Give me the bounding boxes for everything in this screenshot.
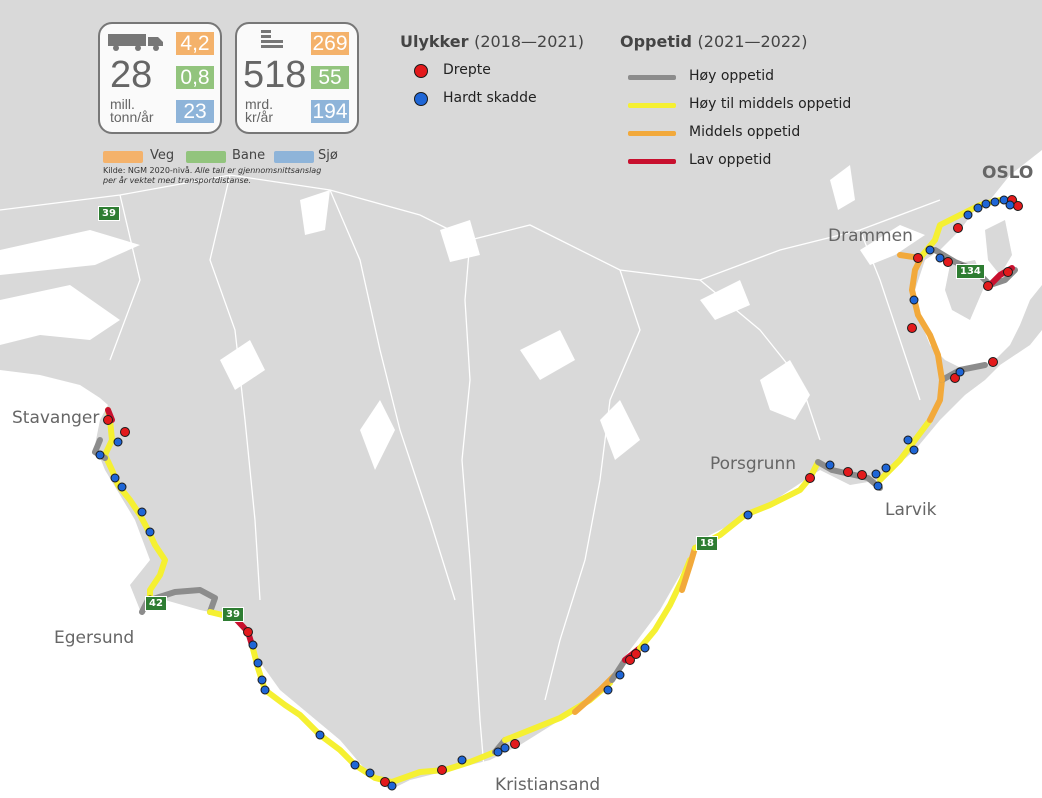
mode-label-sjo: Sjø: [318, 148, 338, 163]
killed-marker-icon: [414, 64, 428, 78]
value-sjo-value: 194: [311, 99, 349, 123]
tonnage-bane-value: 0,8: [176, 66, 214, 89]
value-bane-value: 55: [311, 66, 349, 89]
uptime-swatch-high: [628, 75, 676, 80]
road-shield-42: 42: [145, 596, 167, 611]
money-icon: [261, 30, 283, 48]
value-unit-line1: mrd.: [245, 96, 273, 112]
tonnage-total: 28: [110, 54, 153, 96]
tonnage-sjo-value: 23: [176, 100, 214, 123]
accidents-legend-title: Ulykker (2018—2021): [400, 32, 584, 51]
fjord-island: [985, 220, 1012, 275]
west-fjord: [0, 285, 120, 345]
source-prefix: Kilde: NGM 2020-nivå.: [103, 166, 193, 175]
uptime-legend-title: Oppetid (2021—2022): [620, 32, 807, 51]
tonnage-unit-line1: mill.: [110, 96, 135, 112]
source-line2: per år vektet med transportdistanse.: [103, 176, 252, 185]
city-label-stavanger: Stavanger: [12, 408, 100, 428]
value-stat-box: 518 mrd. kr/år 269 55 194: [235, 22, 359, 134]
source-note: Kilde: NGM 2020-nivå. Alle tall er gjenn…: [103, 166, 321, 186]
legend-killed-label: Drepte: [443, 62, 491, 78]
city-label-larvik: Larvik: [885, 500, 937, 520]
uptime-label-low: Lav oppetid: [689, 152, 772, 168]
injured-marker-icon: [414, 92, 428, 106]
tonnage-unit-line2: tonn/år: [110, 109, 154, 125]
city-label-egersund: Egersund: [54, 628, 135, 648]
uptime-label-mid: Middels oppetid: [689, 124, 801, 140]
accident-markers: [95, 195, 1023, 791]
lake: [830, 165, 855, 210]
accidents-range: (2018—2021): [474, 32, 584, 51]
uptime-swatch-low: [628, 159, 676, 164]
uptime-label-high: Høy oppetid: [689, 68, 775, 84]
road-shield-134: 134: [956, 264, 985, 279]
value-total: 518: [243, 54, 307, 96]
lake: [300, 190, 330, 235]
tonnage-veg-value: 4,2: [176, 32, 214, 55]
lake: [760, 360, 810, 420]
value-veg-value: 269: [311, 31, 349, 55]
county-borders: [0, 174, 941, 781]
mode-swatch-veg: [103, 151, 143, 163]
mode-swatch-bane: [186, 151, 226, 163]
mode-swatch-sjo: [274, 151, 314, 163]
city-label-kristiansand: Kristiansand: [495, 775, 601, 795]
city-label-drammen: Drammen: [828, 226, 913, 246]
city-label-oslo: OSLO: [982, 163, 1034, 183]
lake: [520, 330, 575, 380]
legend-injured-label: Hardt skadde: [443, 90, 537, 106]
city-label-porsgrunn: Porsgrunn: [710, 454, 796, 474]
uptime-swatch-mid: [628, 131, 676, 136]
uptime-title: Oppetid: [620, 32, 692, 51]
truck-icon: [108, 34, 163, 51]
mode-label-bane: Bane: [232, 148, 266, 163]
road-shield-39-north: 39: [98, 206, 120, 221]
lake: [220, 340, 265, 390]
lake: [600, 400, 640, 460]
west-fjord: [0, 230, 140, 275]
value-unit-line2: kr/år: [245, 109, 273, 125]
lake: [860, 225, 925, 265]
source-line1: Alle tall er gjennomsnittsanslag: [194, 166, 322, 175]
lake: [360, 400, 395, 470]
road-shield-18: 18: [696, 536, 718, 551]
road-shield-39-south: 39: [222, 607, 244, 622]
uptime-swatch-high-mid: [628, 103, 676, 108]
tonnage-stat-box: 28 mill. tonn/år 4,2 0,8 23: [98, 22, 222, 134]
accidents-title: Ulykker: [400, 32, 469, 51]
uptime-label-high-mid: Høy til middels oppetid: [689, 96, 852, 112]
uptime-range: (2021—2022): [697, 32, 808, 51]
mode-label-veg: Veg: [150, 148, 175, 163]
